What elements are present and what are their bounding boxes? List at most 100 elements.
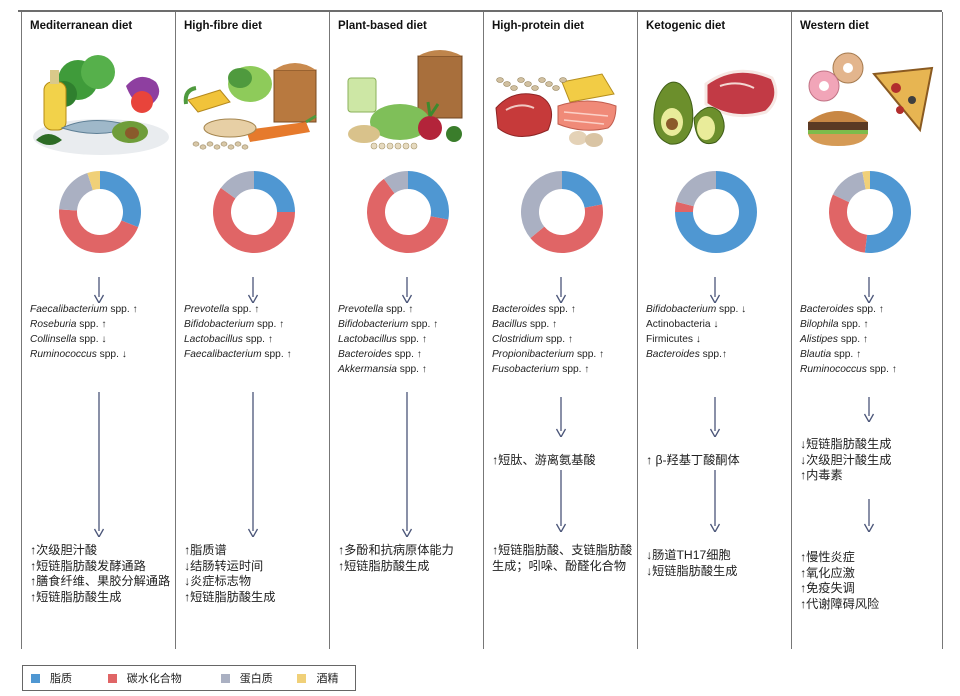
health-effect: ↑脂质谱	[184, 543, 227, 557]
bacteria-item: Propionibacterium spp. ↑	[492, 347, 638, 362]
bacteria-genus: Bifidobacterium	[338, 319, 409, 330]
health-effect: ↑短链脂肪酸生成	[338, 558, 430, 573]
bacteria-change: spp. ↑	[831, 349, 862, 360]
bacteria-genus: Alistipes	[800, 334, 838, 345]
bacteria-item: Lactobacillus spp. ↑	[338, 332, 484, 347]
down-arrow	[22, 277, 176, 303]
bacteria-change: spp. ↑	[242, 334, 273, 345]
donut-slice-lipid	[562, 171, 603, 208]
health-effect: ↑短链脂肪酸、支链脂肪酸生成；吲哚、酚醛化合物	[492, 543, 633, 573]
bacteria-change: spp. ↑	[545, 304, 576, 315]
bacteria-genus: Blautia	[800, 349, 832, 360]
bacteria-change: spp. ↑	[254, 319, 285, 330]
bacteria-genus: Prevotella	[338, 304, 384, 315]
bacteria-change: spp. ↑	[866, 364, 897, 375]
legend-item-alcohol: 酒精	[297, 670, 351, 686]
macronutrient-donut-chart	[212, 170, 296, 254]
bacteria-genus: Bacteroides	[492, 304, 546, 315]
bacteria-genus: Bacteroides	[800, 304, 854, 315]
down-arrow	[330, 277, 484, 303]
intermediate-effects: ↓短链脂肪酸生成↓次级胆汁酸生成↑内毒素	[800, 437, 942, 484]
health-effect: ↓肠道TH17细胞	[646, 548, 731, 562]
bacteria-genus: Fusobacterium	[492, 364, 560, 375]
bacteria-change: spp. ↑	[837, 334, 868, 345]
bacteria-item: Bifidobacterium spp. ↑	[338, 317, 484, 332]
food-illustration	[26, 42, 172, 164]
bacteria-genus: Bacillus	[492, 319, 528, 330]
bacteria-genus: Prevotella	[184, 304, 230, 315]
bacteria-list: Prevotella spp. ↑Bifidobacterium spp. ↑L…	[184, 302, 330, 362]
donut-slice-carbohydrate	[530, 204, 603, 253]
bacteria-change: spp. ↑	[391, 349, 422, 360]
bacteria-genus: Ruminococcus	[800, 364, 867, 375]
down-arrow	[792, 499, 946, 532]
bacteria-item: Prevotella spp. ↑	[338, 302, 484, 317]
health-effect: ↑代谢障碍风险	[800, 596, 880, 611]
intermediate-effect: ↓次级胆汁酸生成	[800, 452, 892, 467]
bacteria-change: spp. ↑	[542, 334, 573, 345]
bacteria-genus: Collinsella	[30, 334, 77, 345]
column-divider	[483, 12, 484, 649]
bacteria-genus: Faecalibacterium	[30, 304, 108, 315]
bacteria-item: Fusobacterium spp. ↑	[492, 362, 638, 377]
macronutrient-donut-chart	[828, 170, 912, 254]
donut-slice-carbohydrate	[59, 209, 139, 253]
bacteria-item: Actinobacteria ↓	[646, 317, 792, 332]
health-effect: ↑短链脂肪酸发酵通路	[30, 558, 146, 573]
bacteria-item: Alistipes spp. ↑	[800, 332, 946, 347]
top-rule	[18, 10, 942, 12]
health-effects: ↑多酚和抗病原体能力↑短链脂肪酸生成	[338, 543, 480, 574]
health-effects: ↓肠道TH17细胞↓短链脂肪酸生成	[646, 548, 788, 579]
column-divider	[791, 12, 792, 649]
bacteria-genus: Bifidobacterium	[184, 319, 255, 330]
bacteria-item: Collinsella spp. ↓	[30, 332, 176, 347]
diet-title: High-fibre diet	[184, 20, 262, 32]
bacteria-change: spp. ↑	[383, 304, 414, 315]
donut-slice-protein	[220, 171, 254, 199]
bacteria-genus: Akkermansia	[338, 364, 397, 375]
bacteria-change: spp. ↑	[853, 304, 884, 315]
bacteria-change: spp.↑	[699, 349, 727, 360]
bacteria-list: Prevotella spp. ↑Bifidobacterium spp. ↑L…	[338, 302, 484, 377]
bacteria-change: spp. ↓	[96, 349, 127, 360]
bacteria-item: Bilophila spp. ↑	[800, 317, 946, 332]
bacteria-genus: Faecalibacterium	[184, 349, 262, 360]
bacteria-item: Roseburia spp. ↑	[30, 317, 176, 332]
bacteria-genus: Lactobacillus	[184, 334, 243, 345]
down-arrow	[22, 392, 176, 537]
bacteria-item: Akkermansia spp. ↑	[338, 362, 484, 377]
bacteria-change: Actinobacteria ↓	[646, 319, 719, 330]
bacteria-change: spp. ↑	[838, 319, 869, 330]
food-illustration	[180, 42, 326, 164]
down-arrow	[638, 470, 792, 532]
bacteria-change: spp. ↑	[396, 334, 427, 345]
bacteria-item: Firmicutes ↓	[646, 332, 792, 347]
health-effects: ↑脂质谱↓结肠转运时间↓炎症标志物↑短链脂肪酸生成	[184, 543, 326, 605]
bacteria-change: spp. ↑	[229, 304, 260, 315]
donut-slice-carbohydrate	[213, 187, 295, 253]
down-arrow	[638, 397, 792, 437]
column-divider	[175, 12, 176, 649]
food-illustration	[796, 42, 942, 164]
legend-swatch-carbohydrate	[107, 673, 117, 683]
down-arrow	[638, 277, 792, 303]
bacteria-item: Clostridium spp. ↑	[492, 332, 638, 347]
health-effects: ↑慢性炎症↑氧化应激↑免疫失调↑代谢障碍风险	[800, 550, 942, 612]
bacteria-item: Ruminococcus spp. ↓	[30, 347, 176, 362]
bacteria-item: Bacteroides spp. ↑	[492, 302, 638, 317]
legend-swatch-alcohol	[297, 673, 307, 683]
health-effect: ↑次级胆汁酸	[30, 543, 98, 557]
bacteria-change: Firmicutes ↓	[646, 334, 701, 345]
bacteria-item: Faecalibacterium spp. ↑	[30, 302, 176, 317]
column-divider	[21, 12, 22, 649]
macronutrient-donut-chart	[520, 170, 604, 254]
health-effect: ↑慢性炎症	[800, 550, 855, 564]
bacteria-change: spp. ↓	[716, 304, 747, 315]
bacteria-item: Bacteroides spp. ↑	[338, 347, 484, 362]
legend-swatch-lipid	[31, 673, 40, 683]
food-illustration	[642, 42, 788, 164]
